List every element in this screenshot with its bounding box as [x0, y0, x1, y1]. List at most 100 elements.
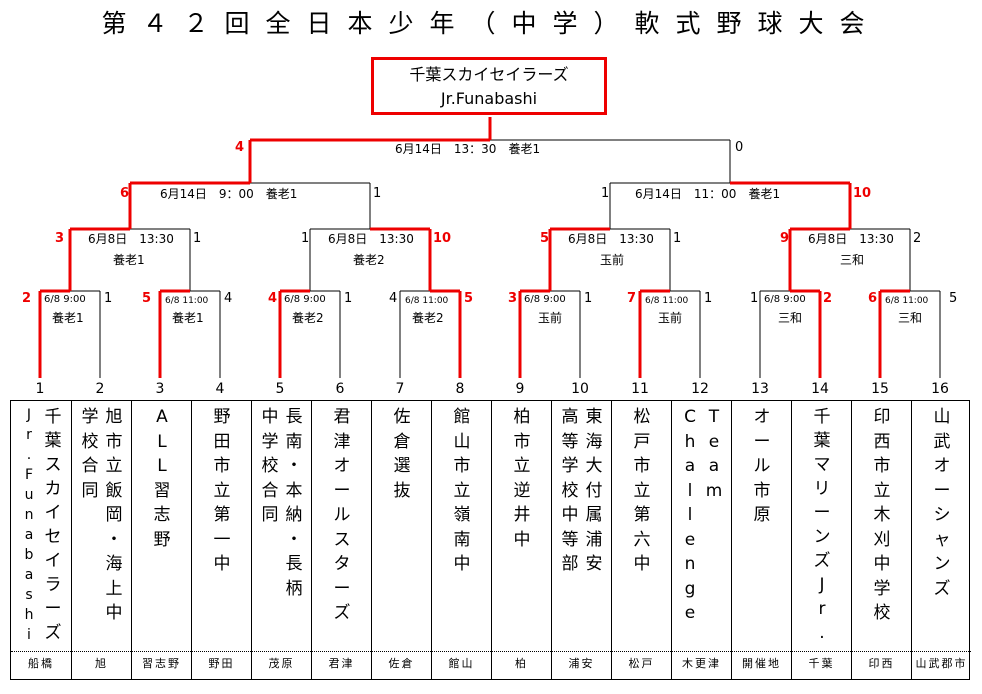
team-name: 旭市立飯岡・海上中学校合同	[72, 401, 132, 651]
r1-m7-score-left: 1	[750, 291, 759, 306]
r1-m6-time: 6/8 11:00	[645, 296, 689, 306]
team-number: 6	[335, 381, 345, 397]
team-cell: 野田市立第一中野田	[191, 401, 251, 679]
team-name: オール市原	[732, 401, 792, 651]
r1-m4-time: 6/8 11:00	[405, 296, 449, 306]
team-cell: 佐倉選抜佐倉	[371, 401, 431, 679]
team-name-line: 佐倉選抜	[393, 407, 411, 501]
team-number: 8	[455, 381, 465, 397]
team-name-line: 印西市立木刈中学校	[873, 407, 891, 623]
team-city: 旭	[95, 657, 108, 670]
team-name-line: 高等学校中等部	[561, 407, 579, 574]
r1-m8-time: 6/8 11:00	[885, 296, 929, 306]
team-number: 13	[751, 381, 769, 397]
team-name: 東海大付属浦安高等学校中等部	[552, 401, 612, 651]
qf3-score-right: 1	[673, 231, 682, 246]
team-name-line: 中学校合同	[261, 407, 279, 525]
r1-m6-venue: 玉前	[658, 311, 683, 325]
r1-m8-venue: 三和	[898, 311, 923, 325]
team-number: 5	[275, 381, 285, 397]
city-divider	[612, 651, 671, 652]
team-cell: 旭市立飯岡・海上中学校合同旭	[71, 401, 131, 679]
qf4-score-left: 9	[780, 231, 790, 246]
team-city: 茂原	[268, 657, 295, 670]
city-divider	[732, 651, 791, 652]
city-divider	[912, 651, 971, 652]
r1-m8-score-left: 6	[868, 291, 878, 306]
qf4-venue: 三和	[840, 253, 865, 267]
semi2-score-left: 1	[601, 186, 610, 201]
team-number: 16	[931, 381, 949, 397]
team-cell: 君津オールスターズ君津	[311, 401, 371, 679]
r1-m6-score-right: 1	[704, 291, 713, 306]
team-name: 山武オーシャンズ	[912, 401, 972, 651]
qf4-score-right: 2	[913, 231, 922, 246]
team-name-line: 野田市立第一中	[213, 407, 231, 574]
team-city: 柏	[515, 657, 528, 670]
final-score-right: 0	[735, 140, 744, 155]
team-name-line: 東海大付属浦安	[585, 407, 603, 574]
city-divider	[192, 651, 251, 652]
qf1-date: 6月8日 13:30	[88, 232, 174, 246]
qf3-date: 6月8日 13:30	[568, 232, 654, 246]
team-name: 長南・本納・長柄中学校合同	[252, 401, 312, 651]
qf1-score-left: 3	[55, 231, 65, 246]
city-divider	[792, 651, 851, 652]
r1-m7-score-right: 2	[823, 291, 833, 306]
city-divider	[432, 651, 491, 652]
team-name: 柏市立逆井中	[492, 401, 552, 651]
r1-m1-score-left: 2	[22, 291, 32, 306]
team-name: 印西市立木刈中学校	[852, 401, 912, 651]
team-cell: 柏市立逆井中柏	[491, 401, 551, 679]
qf2-date: 6月8日 13:30	[328, 232, 414, 246]
team-name-line: オール市原	[753, 407, 771, 525]
team-city: 千葉	[808, 657, 835, 670]
team-name-line: 長南・本納・長柄	[285, 407, 303, 599]
team-name-line: 旭市立飯岡・海上中	[105, 407, 123, 623]
champion-name-en: Jr.Funabashi	[440, 89, 538, 108]
r1-m3-venue: 養老2	[292, 311, 324, 325]
team-number: 12	[691, 381, 709, 397]
champion-box: 千葉スカイセイラーズ Jr.Funabashi	[371, 57, 607, 115]
r1-m2-time: 6/8 11:00	[165, 296, 209, 306]
team-cell: 館山市立嶺南中館山	[431, 401, 491, 679]
team-city: 木更津	[682, 657, 721, 670]
qf2-score-right: 10	[433, 231, 452, 246]
team-city: 君津	[328, 657, 355, 670]
city-divider	[252, 651, 311, 652]
r1-m3-score-right: 1	[344, 291, 353, 306]
semi1-score-left: 6	[120, 186, 130, 201]
r1-m5-score-left: 3	[508, 291, 518, 306]
team-number: 3	[155, 381, 165, 397]
r1-m5-venue: 玉前	[538, 311, 563, 325]
bracket-black-lines	[40, 139, 941, 378]
team-name: 館山市立嶺南中	[432, 401, 492, 651]
team-city: 習志野	[142, 657, 181, 670]
team-number: 14	[811, 381, 829, 397]
r1-m4-score-right: 5	[464, 291, 474, 306]
final-score-left: 4	[235, 140, 245, 155]
team-name-line: 柏市立逆井中	[513, 407, 531, 550]
r1-m5-time: 6/8 9:00	[524, 294, 566, 305]
team-number: 4	[215, 381, 225, 397]
team-cell: 松戸市立第六中松戸	[611, 401, 671, 679]
r1-m4-venue: 養老2	[412, 311, 444, 325]
team-city: 山武郡市	[915, 657, 968, 670]
page-title: 第４２回全日本少年（中学）軟式野球大会	[101, 9, 881, 38]
city-divider	[552, 651, 611, 652]
r1-m1-venue: 養老1	[52, 311, 84, 325]
r1-m6-score-left: 7	[627, 291, 637, 306]
team-number: 7	[395, 381, 405, 397]
team-city: 船橋	[28, 657, 54, 670]
champion-name: 千葉スカイセイラーズ	[409, 65, 569, 84]
semi1-info: 6月14日 9：00 養老1	[160, 187, 298, 201]
r1-m1-score-right: 1	[104, 291, 113, 306]
team-cell: 山武オーシャンズ山武郡市	[911, 401, 971, 679]
city-divider	[492, 651, 551, 652]
